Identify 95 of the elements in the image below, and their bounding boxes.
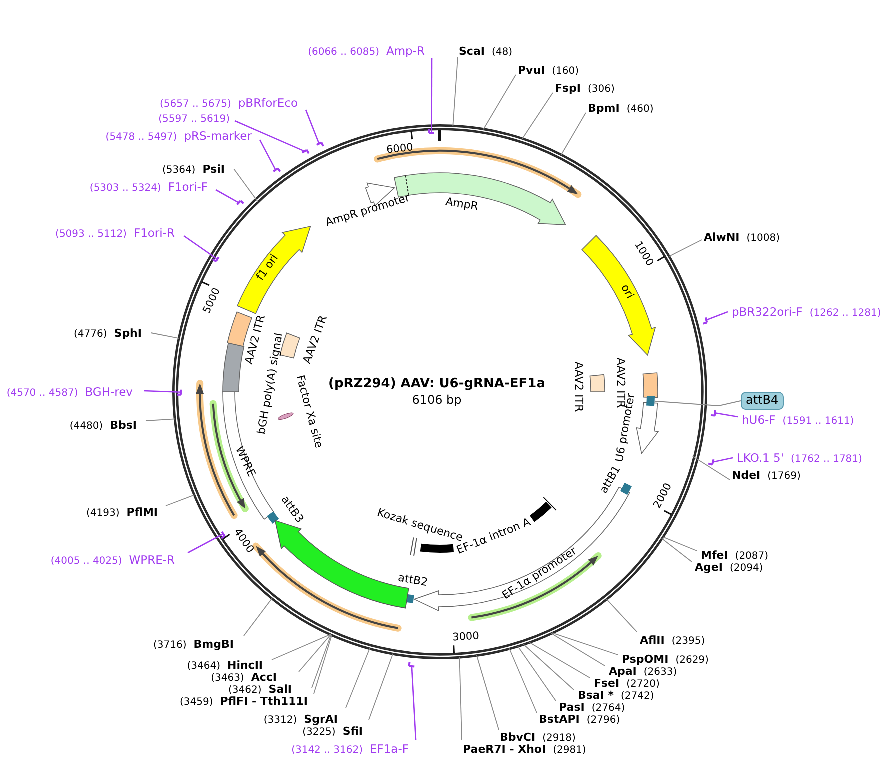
enzyme-site-label: FspI (306) [555,78,615,96]
primer-mark [176,388,182,396]
enzyme-site-label: PspOMI (2629) [622,648,709,668]
leader-line [234,120,305,152]
leader-line [509,648,538,714]
enzyme-site-label: (4193) PflMI [86,502,158,520]
leader-line [712,457,734,463]
enzyme-site-label: PvuI (160) [518,60,580,78]
feature-label: AAV2 ITR [572,362,584,412]
leader-line [523,644,574,690]
primer-label: pBR322ori-F (1262 .. 1281) [732,302,882,320]
primer-label: (4570 .. 4587) BGH-rev [6,382,133,400]
leader-line [150,332,180,340]
feature-label: ori [618,282,636,302]
enzyme-site-label: (4776) SphI [74,322,142,342]
leader-line [272,634,332,660]
leader-line [298,634,332,672]
enzyme-site-label: AflII (2395) [640,630,706,648]
leader-line [476,654,500,730]
leader-line [518,646,556,702]
leader-line [314,634,333,694]
enzyme-site-label: (3312) SgrAI [264,708,338,728]
primer-label: hU6-F (1591 .. 1611) [742,410,854,428]
leader-line [368,653,394,720]
leader-line [528,642,590,678]
enzyme-site-label: NdeI (1769) [732,464,801,484]
primer-mark [408,661,416,668]
leader-line [550,633,606,666]
primer-label: (4005 .. 4025) WPRE-R [50,550,175,568]
leader-line [668,240,702,258]
feature-label: AAV2 ITR [243,314,269,366]
tick-label: 6000 [386,142,414,157]
leader-line [312,634,332,688]
primer-label: (5303 .. 5324) F1ori-F [90,176,208,196]
feature-label: attB2 [397,572,429,590]
primer-mark [702,316,708,325]
att-marker [646,396,655,406]
tick-label: 3000 [452,630,480,644]
primer-label: (5093 .. 5112) F1ori-R [56,222,175,242]
primer-mark [428,128,436,134]
feature-label: AmpR [444,196,480,214]
primer-mark [236,200,245,206]
leader-line [483,74,516,130]
tick-label: 5000 [200,286,223,316]
plasmid-title: (pRZ294) AAV: U6-gRNA-EF1a [328,378,546,392]
leader-line [661,538,692,562]
leader-line [146,418,176,422]
leader-line [259,140,276,170]
primer-mark [272,168,282,173]
leader-line [662,536,698,552]
leader-line [654,400,742,406]
leader-line [452,56,458,127]
enzyme-site-label: (5364) PsiI [162,158,225,178]
enzyme-site-label: ScaI (48) [459,40,512,60]
leader-line [715,412,738,418]
primer-mark [316,142,324,148]
leader-line [459,656,462,740]
leader-line [411,666,417,740]
primer-label: (3142 .. 3162) EF1a-F [292,738,409,758]
leader-line [560,112,586,156]
leader-line [346,648,370,708]
primer-mark [212,256,220,262]
enzyme-site-label: BbvCI (2918) [500,726,576,746]
leader-line [216,189,240,204]
primer-mark [220,531,226,540]
leader-line [522,92,554,140]
leader-line [234,168,259,202]
feature-label: AAV2 ITR [301,314,331,366]
leader-line [692,456,730,480]
primer-mark [301,149,310,155]
enzyme-site-label: (3464) HincII [187,654,263,674]
leader-line [144,390,182,394]
primer-label: (5478 .. 5497) pRS-marker [106,126,252,144]
enzyme-site-label: (4480) BbsI [70,414,137,434]
leader-line [305,110,320,144]
primer-label: (6066 .. 6085) Amp-R [308,40,425,60]
site-tag: attB4 [741,392,784,410]
leader-line [552,632,618,656]
primer-mark [710,410,716,417]
primer-label: LKO.1 5' (1762 .. 1781) [737,448,862,466]
sequence-length: 6106 bp [412,394,462,408]
enzyme-site-label: AlwNI (1008) [704,226,780,246]
leader-line [244,598,273,636]
leader-line [706,311,728,321]
leader-line [431,58,433,134]
enzyme-site-label: (3716) BmgBI [154,634,234,652]
feature-label: Factor Xa site [293,374,325,450]
leader-line [184,235,218,260]
primer-mark [708,458,715,466]
leader-line [606,598,638,632]
leader-line [188,534,224,554]
enzyme-site-label: MfeI (2087) [701,544,769,564]
leader-line [166,494,196,506]
feature-label: f1 ori [254,252,282,284]
enzyme-site-label: BpmI (460) [588,98,654,116]
